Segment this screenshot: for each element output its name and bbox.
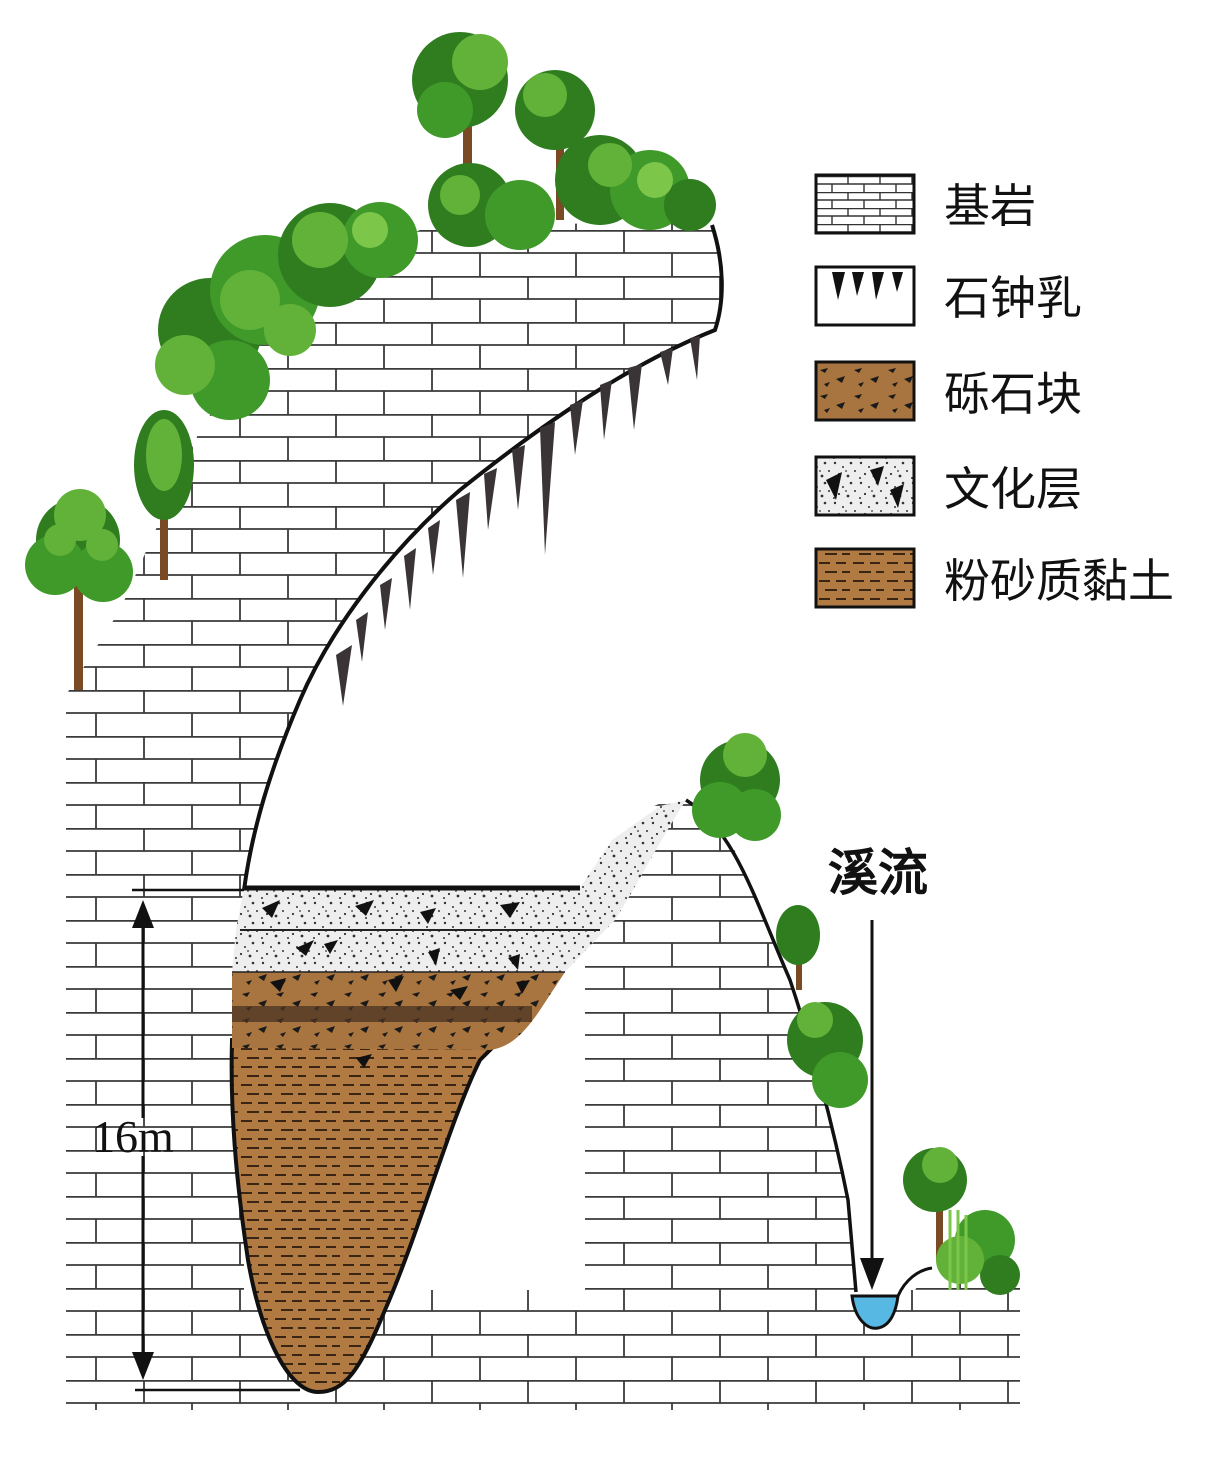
dark-interbed <box>232 1006 532 1022</box>
cultural-gravel-marks <box>262 900 530 1068</box>
legend-label-cultural-layer: 文化层 <box>944 462 1082 516</box>
tree-cliff <box>776 905 868 1108</box>
stalactites <box>336 336 700 706</box>
right-block-outline <box>685 798 858 1293</box>
arrow-down-icon <box>132 1352 154 1380</box>
legend-label-bedrock: 基岩 <box>944 179 1036 233</box>
canopy-slope <box>155 202 418 420</box>
legend-swatch-gravel <box>814 360 916 422</box>
stream-label: 溪流 <box>828 844 928 902</box>
stream-arrow <box>860 920 884 1290</box>
legend: 基岩 石钟乳 砾石块 文化层 粉砂质黏土 <box>814 173 1174 609</box>
legend-item-silty-clay: 粉砂质黏土 <box>814 547 1174 609</box>
legend-item-bedrock: 基岩 <box>814 173 1036 235</box>
tree-left-tall <box>25 489 133 690</box>
stream-water <box>850 1294 900 1330</box>
depth-label: 16m <box>92 1111 174 1162</box>
stream-bank-line <box>896 1266 933 1297</box>
legend-swatch-bedrock <box>814 173 916 235</box>
tree-ridge <box>692 733 781 841</box>
legend-swatch-silty-clay <box>814 547 916 609</box>
arrow-up-icon <box>132 900 154 928</box>
legend-label-gravel: 砾石块 <box>944 367 1082 421</box>
tree-streamside <box>903 1147 1020 1295</box>
legend-item-gravel: 砾石块 <box>814 360 1082 422</box>
silty-clay-fill <box>229 1038 505 1395</box>
canopy-summit <box>412 32 716 250</box>
bedrock-massif <box>66 222 1020 1410</box>
vegetation <box>25 32 1020 1295</box>
cave-roof-line <box>242 224 724 891</box>
legend-item-cultural-layer: 文化层 <box>814 455 1082 517</box>
depth-scale <box>132 888 300 1392</box>
tree-left-small <box>134 410 194 580</box>
legend-item-stalactite: 石钟乳 <box>814 265 1082 327</box>
legend-label-silty-clay: 粉砂质黏土 <box>944 554 1174 608</box>
legend-label-stalactite: 石钟乳 <box>944 271 1082 325</box>
